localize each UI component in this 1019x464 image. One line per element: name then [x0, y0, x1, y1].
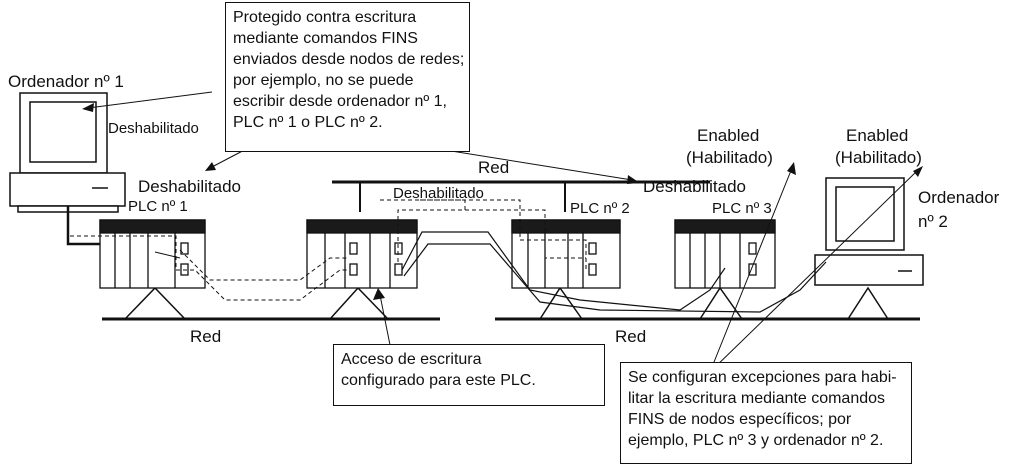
blocked-paths: [70, 199, 587, 301]
callout-line: escribir desde ordenador nº 1,: [233, 93, 447, 110]
enabled-paths: [401, 231, 827, 313]
callout-line: Acceso de escritura: [341, 351, 482, 368]
computer2-label-line2: nº 2: [918, 212, 948, 231]
disabled-label-plc2: Deshabilitado: [643, 177, 747, 196]
network-label-left: Red: [190, 327, 222, 346]
computer-1: [9, 92, 126, 213]
callout-line: por ejemplo, no se puede: [233, 72, 414, 89]
callout-line: PLC nº 1 o PLC nº 2.: [233, 114, 383, 131]
plc-3-rack: [674, 219, 776, 289]
enabled-label-computer2-line1: Enabled: [846, 126, 909, 145]
callout-line: mediante comandos FINS: [233, 30, 418, 47]
center-plc-rack: [306, 219, 418, 289]
plc3-label: PLC nº 3: [712, 200, 772, 217]
callout-line: litar la escritura mediante comandos: [628, 390, 886, 407]
plc2-label: PLC nº 2: [570, 200, 630, 217]
network-line-left: [102, 286, 440, 321]
disabled-label-center: Deshabilitado: [393, 185, 484, 202]
callout-line: ejemplo, PLC nº 3 y ordenador nº 2.: [628, 432, 884, 449]
write-protect-callout: Protegido contra escritura mediante coma…: [225, 2, 470, 152]
callout-line: FINS de nodos específicos; por: [628, 411, 852, 428]
disabled-label-plc1: Deshabilitado: [138, 177, 242, 196]
plc1-label: PLC nº 1: [128, 198, 188, 215]
write-access-callout: Acceso de escritura configurado para est…: [333, 344, 605, 406]
enabled-label-plc3-line1: Enabled: [697, 126, 760, 145]
disabled-label-computer1: Deshabilitado: [108, 120, 199, 137]
enabled-label-computer2-line2: (Habilitado): [835, 148, 922, 167]
exceptions-callout: Se configuran excepciones para habi- lit…: [620, 362, 912, 464]
callout-line: configurado para este PLC.: [341, 372, 536, 389]
network-line-right: [495, 286, 920, 321]
plc-1-rack: [99, 219, 206, 289]
plc-2-rack: [511, 219, 621, 289]
computer1-label: Ordenador nº 1: [8, 72, 124, 91]
network-label-right: Red: [615, 327, 647, 346]
computer2-label-line1: Ordenador: [918, 188, 1000, 207]
arrow-heads: [82, 103, 923, 300]
callout-line: enviados desde nodos de redes;: [233, 51, 465, 68]
callout-line: Protegido contra escritura: [233, 9, 417, 26]
network-label-top: Red: [478, 158, 510, 177]
enabled-label-plc3-line2: (Habilitado): [686, 148, 773, 167]
network-line-top: [332, 180, 710, 212]
computer-2: [814, 177, 924, 286]
callout-line: Se configuran excepciones para habi-: [628, 369, 897, 386]
